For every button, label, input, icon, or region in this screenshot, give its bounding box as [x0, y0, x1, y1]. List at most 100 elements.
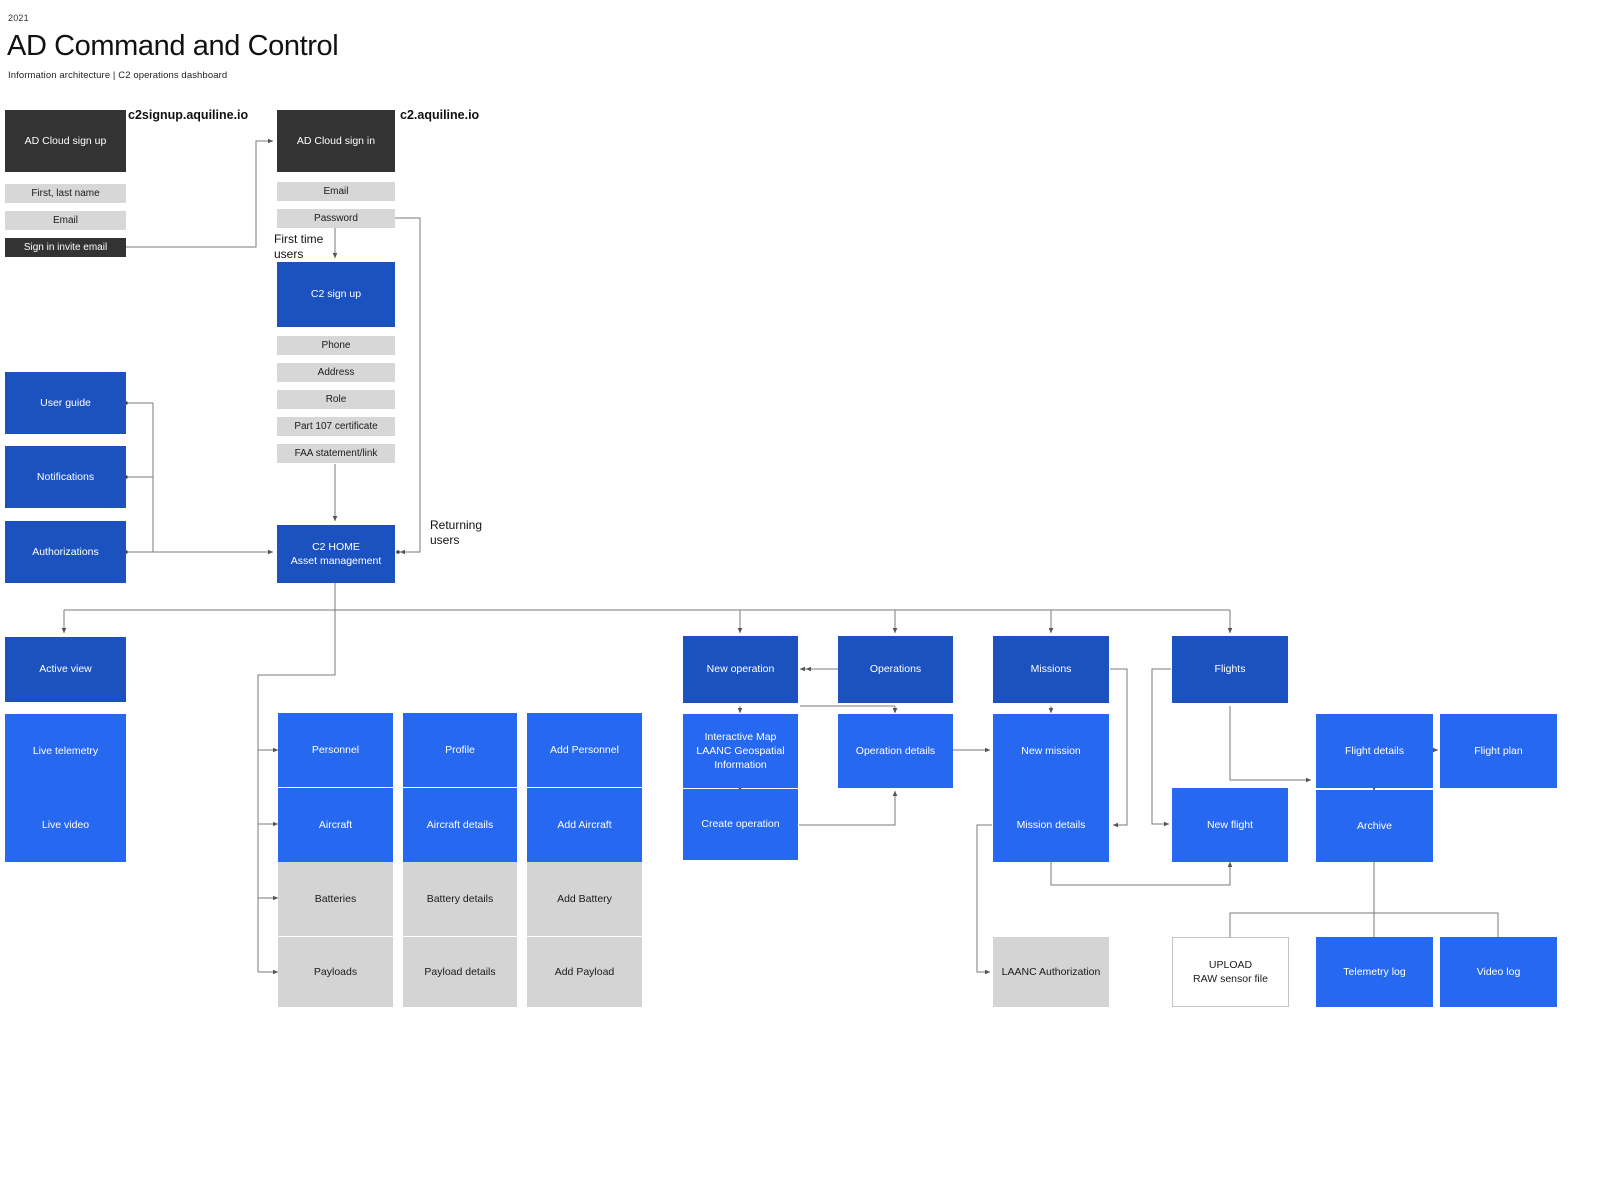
node-interactive-map[interactable]: Interactive Map LAANC Geospatial Informa…	[683, 714, 798, 788]
node-faa-statement-link[interactable]: FAA statement/link	[277, 444, 395, 463]
node-label: Payload details	[424, 965, 496, 978]
node-live-telemetry[interactable]: Live telemetry	[5, 714, 126, 788]
node-label: UPLOAD RAW sensor file	[1193, 958, 1268, 985]
node-label: FAA statement/link	[294, 447, 378, 459]
node-label: C2 HOME Asset management	[290, 540, 382, 567]
node-archive[interactable]: Archive	[1316, 790, 1433, 862]
node-label: Email	[323, 185, 349, 197]
node-label: Sign in invite email	[23, 241, 108, 253]
node-label: Add Battery	[557, 892, 612, 905]
node-phone[interactable]: Phone	[277, 336, 395, 355]
node-label: Address	[317, 366, 355, 378]
node-label: Phone	[321, 339, 351, 351]
node-label: Add Aircraft	[557, 818, 612, 831]
node-label: Add Personnel	[550, 743, 619, 756]
node-active-view[interactable]: Active view	[5, 637, 126, 702]
node-battery-details[interactable]: Battery details	[403, 862, 517, 936]
node-label: AD Cloud sign in	[296, 134, 376, 147]
node-label: LAANC Authorization	[1001, 965, 1101, 978]
node-mission-details[interactable]: Mission details	[993, 788, 1109, 862]
node-label: Active view	[39, 663, 92, 676]
node-label: Flight plan	[1474, 744, 1523, 757]
node-label: Telemetry log	[1343, 965, 1406, 978]
node-part-107-certificate[interactable]: Part 107 certificate	[277, 417, 395, 436]
node-new-operation[interactable]: New operation	[683, 636, 798, 703]
node-missions[interactable]: Missions	[993, 636, 1109, 703]
node-label: Email	[52, 214, 78, 226]
node-operation-details[interactable]: Operation details	[838, 714, 953, 788]
node-address[interactable]: Address	[277, 363, 395, 382]
node-label: C2 sign up	[310, 288, 362, 301]
node-upload-raw-sensor-file[interactable]: UPLOAD RAW sensor file	[1172, 937, 1289, 1007]
node-payloads[interactable]: Payloads	[278, 937, 393, 1007]
node-new-mission[interactable]: New mission	[993, 714, 1109, 788]
node-label: Payloads	[313, 965, 358, 978]
node-flight-plan[interactable]: Flight plan	[1440, 714, 1557, 788]
node-batteries[interactable]: Batteries	[278, 862, 393, 936]
node-laanc-authorization[interactable]: LAANC Authorization	[993, 937, 1109, 1007]
node-add-battery[interactable]: Add Battery	[527, 862, 642, 936]
node-label: Batteries	[314, 892, 357, 905]
page-subtitle: Information architecture | C2 operations…	[8, 70, 228, 81]
node-flight-details[interactable]: Flight details	[1316, 714, 1433, 788]
node-label: Add Payload	[554, 965, 615, 978]
node-label: Operation details	[855, 744, 936, 757]
node-label: Archive	[1356, 819, 1392, 832]
node-c2-home[interactable]: C2 HOME Asset management	[277, 525, 395, 583]
node-role[interactable]: Role	[277, 390, 395, 409]
node-label: Profile	[445, 743, 475, 756]
node-label: Flight details	[1345, 744, 1404, 757]
node-c2-sign-up[interactable]: C2 sign up	[277, 262, 395, 327]
first-time-users-label: First time users	[274, 232, 324, 261]
node-profile[interactable]: Profile	[403, 713, 517, 787]
node-aircraft-details[interactable]: Aircraft details	[403, 788, 517, 862]
node-label: Aircraft details	[426, 818, 494, 831]
node-label: Flights	[1214, 663, 1246, 676]
node-label: Battery details	[426, 892, 494, 905]
node-label: First, last name	[31, 187, 100, 199]
node-label: Missions	[1030, 663, 1072, 676]
url-label-signin: c2.aquiline.io	[400, 108, 480, 122]
node-label: Live telemetry	[32, 744, 99, 757]
node-live-video[interactable]: Live video	[5, 788, 126, 862]
node-aircraft[interactable]: Aircraft	[278, 788, 393, 862]
node-notifications[interactable]: Notifications	[5, 446, 126, 508]
returning-users-label: Returning users	[430, 518, 483, 547]
node-ad-cloud-sign-up[interactable]: AD Cloud sign up	[5, 110, 126, 172]
node-label: Password	[314, 212, 358, 224]
node-add-payload[interactable]: Add Payload	[527, 937, 642, 1007]
node-label: Part 107 certificate	[294, 420, 378, 432]
node-label: Mission details	[1016, 818, 1086, 831]
node-add-aircraft[interactable]: Add Aircraft	[527, 788, 642, 862]
node-label: Aircraft	[318, 818, 353, 831]
node-label: Notifications	[36, 470, 95, 483]
node-payload-details[interactable]: Payload details	[403, 937, 517, 1007]
node-label: New flight	[1206, 818, 1254, 831]
node-operations[interactable]: Operations	[838, 636, 953, 703]
node-label: Personnel	[311, 743, 360, 756]
node-signin-password[interactable]: Password	[277, 209, 395, 228]
node-flights[interactable]: Flights	[1172, 636, 1288, 703]
node-sign-in-invite-email[interactable]: Sign in invite email	[5, 238, 126, 257]
url-label-signup: c2signup.aquiline.io	[128, 108, 249, 122]
node-label: Live video	[41, 818, 90, 831]
node-label: New mission	[1021, 744, 1081, 757]
node-signin-email[interactable]: Email	[277, 182, 395, 201]
node-ad-cloud-sign-in[interactable]: AD Cloud sign in	[277, 110, 395, 172]
node-label: Authorizations	[32, 545, 99, 558]
node-new-flight[interactable]: New flight	[1172, 788, 1288, 862]
node-authorizations[interactable]: Authorizations	[5, 521, 126, 583]
node-first-last-name[interactable]: First, last name	[5, 184, 126, 203]
node-label: User guide	[40, 396, 91, 409]
node-add-personnel[interactable]: Add Personnel	[527, 713, 642, 787]
year-label: 2021	[8, 13, 29, 23]
node-user-guide[interactable]: User guide	[5, 372, 126, 434]
node-video-log[interactable]: Video log	[1440, 937, 1557, 1007]
node-label: New operation	[706, 663, 775, 676]
node-create-operation[interactable]: Create operation	[683, 789, 798, 860]
node-signup-email[interactable]: Email	[5, 211, 126, 230]
node-telemetry-log[interactable]: Telemetry log	[1316, 937, 1433, 1007]
node-personnel[interactable]: Personnel	[278, 713, 393, 787]
